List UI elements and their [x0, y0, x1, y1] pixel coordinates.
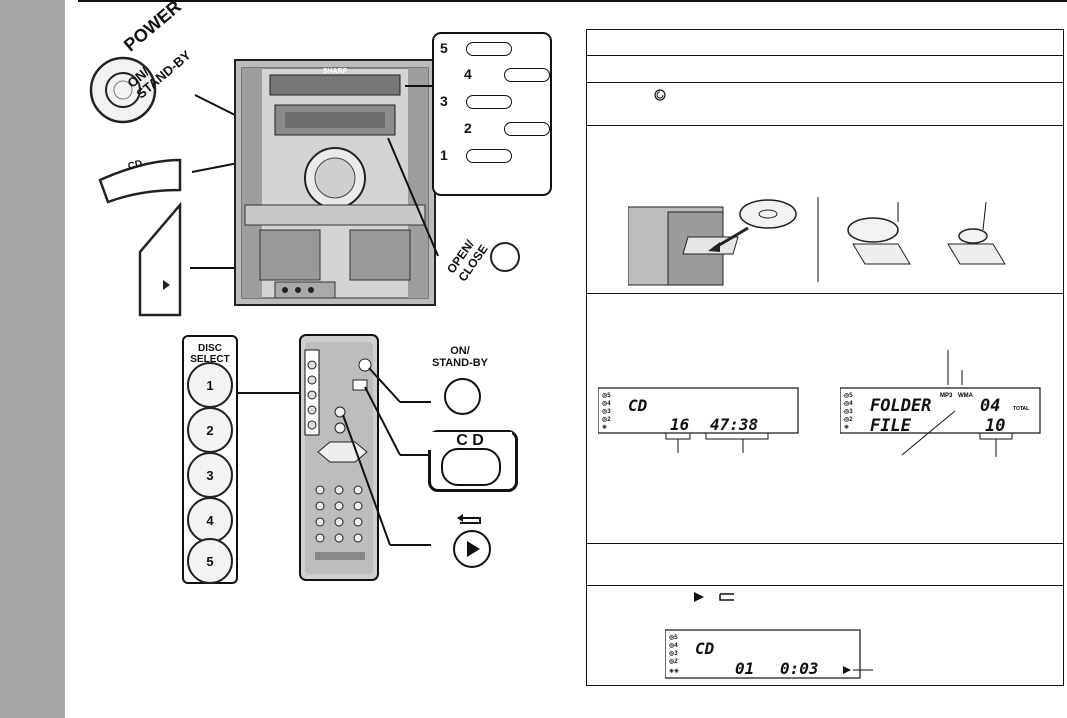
row-divider-6: [586, 585, 1064, 586]
disc-loading-illustration: [628, 197, 1006, 286]
remote-disc-5-label: 5: [206, 553, 214, 569]
row-divider-4: [586, 293, 1064, 294]
stereo-unit: [234, 59, 436, 306]
remote-play-button[interactable]: [453, 530, 491, 568]
svg-text:◎3: ◎3: [602, 409, 611, 415]
lcd-cd-mode: CD: [628, 396, 648, 415]
remote-disc-2-label: 2: [206, 422, 214, 438]
remote-illustration: [238, 334, 431, 581]
remote-cd-bracket: [428, 430, 518, 492]
disc-number-1: 1: [440, 147, 448, 163]
disc-row-1[interactable]: 1: [440, 147, 540, 165]
svg-text:◎5: ◎5: [669, 635, 678, 641]
lcd-cd-time: 47:38: [710, 415, 758, 434]
remote-cd-button[interactable]: [441, 448, 501, 486]
play-glyph-icon: [694, 592, 704, 602]
disc-orientation-12cm: [847, 202, 911, 265]
svg-text:✳: ✳: [844, 424, 849, 431]
instruction-frame: [586, 29, 1064, 686]
svg-text:✳: ✳: [602, 424, 607, 431]
svg-text:◎4: ◎4: [669, 643, 678, 649]
disc-row-4[interactable]: 4: [464, 66, 564, 84]
remote-disc-3-label: 3: [206, 467, 214, 483]
lcd-play-display: ◎5 ◎4 ◎3 ◎2 ✳✳ CD 01 0:03: [665, 629, 873, 679]
lcd-play-track: 01: [735, 659, 754, 678]
disc-button-3[interactable]: [466, 95, 512, 109]
row-divider-2: [586, 82, 1064, 83]
remote-control: [299, 334, 379, 581]
remote-disc-button-1[interactable]: 1: [187, 362, 233, 408]
power-button-icon[interactable]: [89, 56, 157, 124]
remote-disc-4-label: 4: [206, 512, 214, 528]
disc-button-5[interactable]: [466, 42, 512, 56]
lcd-play-mode: CD: [695, 639, 715, 658]
disc-button-2[interactable]: [504, 122, 550, 136]
disc-number-3: 3: [440, 93, 448, 109]
svg-text:◎3: ◎3: [669, 651, 678, 657]
main-unit-illustration: SHARP: [89, 32, 552, 317]
disc-number-2: 2: [464, 120, 472, 136]
svg-text:◎3: ◎3: [844, 409, 853, 415]
lcd-cd-display: ◎5 ◎4 ◎3 ◎2✳ CD 16 47:38: [598, 387, 799, 453]
disc-button-1[interactable]: [466, 149, 512, 163]
lcd-mp3-folder-count: 04: [980, 396, 1000, 416]
disc-number-4: 4: [464, 66, 472, 82]
lcd-play-time: 0:03: [780, 659, 819, 678]
remote-power-button[interactable]: [444, 378, 481, 415]
remote-on-standby-label: ON/ STAND-BY: [431, 345, 488, 369]
svg-text:◎2: ◎2: [844, 417, 853, 423]
total-label: TOTAL: [1013, 406, 1029, 412]
svg-text:✳✳: ✳✳: [669, 668, 679, 675]
remote-disc-button-2[interactable]: 2: [187, 407, 233, 453]
svg-text:◎4: ◎4: [844, 401, 853, 407]
svg-text:◎2: ◎2: [669, 659, 678, 665]
row-divider-3: [586, 125, 1064, 126]
brand-label: SHARP: [323, 68, 348, 75]
play-icon: [467, 541, 480, 557]
remote-disc-button-5[interactable]: 5: [187, 538, 233, 584]
play-button-icon[interactable]: [138, 201, 182, 317]
disc-row-5[interactable]: 5: [440, 40, 540, 58]
disc-button-panel: [432, 32, 552, 196]
remote-disc-button-4[interactable]: 4: [187, 497, 233, 543]
disc-select-label: DISC SELECT: [190, 343, 230, 365]
lcd-cd-tracks: 16: [670, 415, 690, 434]
remote-disc-1-label: 1: [206, 377, 214, 393]
svg-text:◎4: ◎4: [602, 401, 611, 407]
lcd-mp3-file-label: FILE: [870, 416, 912, 436]
svg-text:◎5: ◎5: [602, 393, 611, 399]
cd-button-icon[interactable]: [98, 158, 182, 204]
top-rule: [78, 0, 1067, 2]
lcd-mp3-folder-label: FOLDER: [870, 396, 931, 416]
play-repeat-icons: [694, 592, 734, 602]
disc-number-5: 5: [440, 40, 448, 56]
repeat-icon: [457, 514, 481, 524]
svg-text:◎2: ◎2: [602, 417, 611, 423]
lcd-mp3-display: MP3 WMA ◎5 ◎4 ◎3 ◎2✳ FOLDER 04 TOTAL FILE 1…: [840, 350, 1041, 457]
open-close-button-icon[interactable]: [490, 242, 520, 272]
side-tab: [0, 0, 65, 718]
disc-row-3[interactable]: 3: [440, 93, 540, 111]
disc-symbol-icon: [654, 89, 666, 101]
lcd-play-indicator-icon: [843, 666, 851, 674]
mp3-label: MP3: [940, 393, 953, 399]
row-divider-1: [586, 55, 1064, 56]
wma-label: WMA: [958, 393, 974, 399]
open-close-pointer: [387, 137, 439, 257]
row-divider-5: [586, 543, 1064, 544]
lcd-mp3-file-count: 10: [985, 416, 1005, 436]
svg-text:◎5: ◎5: [844, 393, 853, 399]
disc-row-2[interactable]: 2: [464, 120, 564, 138]
repeat-glyph-icon: [719, 593, 734, 601]
remote-disc-button-3[interactable]: 3: [187, 452, 233, 498]
disc-button-4[interactable]: [504, 68, 550, 82]
disc-tray-illustration: [628, 199, 797, 286]
disc-orientation-8cm: [947, 201, 1006, 265]
remote-cd-label: C D: [428, 432, 512, 450]
